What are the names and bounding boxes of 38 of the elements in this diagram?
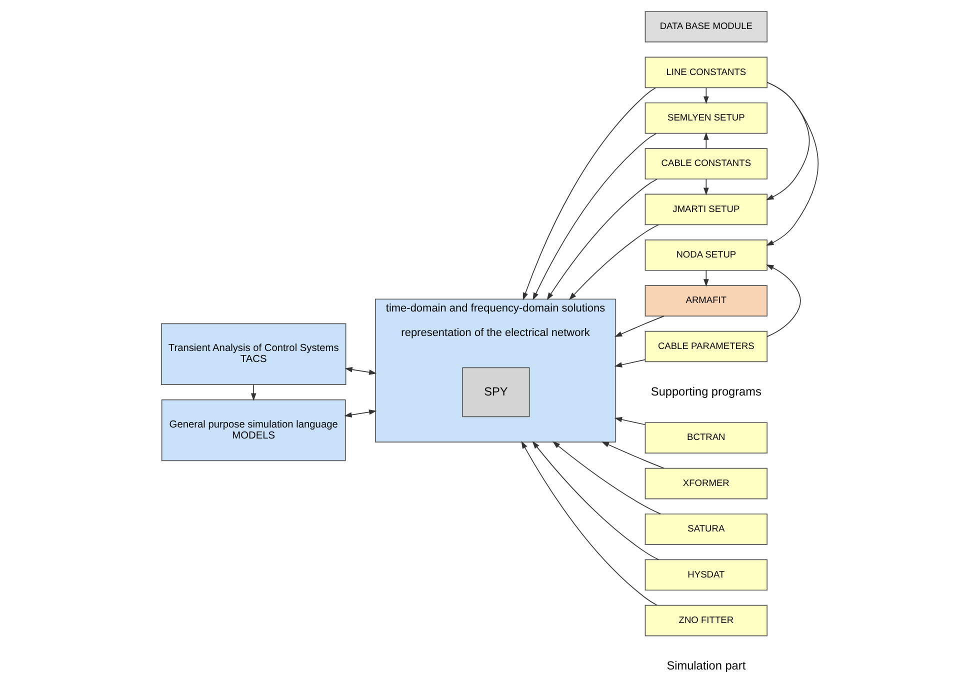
- arrow: [250, 384, 256, 401]
- arrow: [344, 366, 376, 375]
- arrow: [766, 82, 818, 246]
- node-box: SATURA: [644, 514, 767, 545]
- arrow: [703, 178, 708, 196]
- node-box: DATA BASE MODULE: [644, 11, 767, 42]
- arrow: [546, 178, 657, 300]
- arrow: [614, 416, 645, 426]
- arrow: [568, 224, 659, 300]
- node-box: CABLE PARAMETERS: [644, 330, 767, 362]
- arrow: [532, 441, 659, 560]
- arrow: [703, 87, 708, 104]
- arrow: [552, 441, 661, 514]
- arrow: [614, 316, 664, 337]
- node-box: JMARTI SETUP: [644, 194, 767, 226]
- node-box: XFORMER: [644, 468, 767, 500]
- node-box: SPY: [462, 367, 530, 418]
- arrow: [532, 133, 656, 300]
- arrow: [766, 264, 800, 337]
- label: Simulation part: [666, 658, 746, 672]
- node-box: NODA SETUP: [644, 239, 767, 271]
- node-box: Transient Analysis of Control Systems TACS: [160, 323, 346, 385]
- node-box: CABLE CONSTANTS: [644, 148, 767, 180]
- node-box: ARMAFIT: [644, 285, 767, 316]
- arrow: [520, 440, 657, 606]
- arrow: [344, 409, 376, 418]
- node-box: ZNO FITTER: [644, 604, 767, 636]
- arrow: [600, 442, 664, 469]
- node-box: HYSDAT: [644, 559, 767, 591]
- node-box: SEMLYEN SETUP: [644, 102, 767, 134]
- node-box: General purpose simulation language MODELS: [160, 399, 346, 462]
- arrow: [522, 87, 656, 300]
- node-box: LINE CONSTANTS: [644, 56, 767, 88]
- node-box: BCTRAN: [644, 422, 767, 454]
- label: Supporting programs: [650, 384, 761, 398]
- arrow: [614, 359, 645, 368]
- arrow: [703, 270, 708, 287]
- arrow: [703, 132, 708, 149]
